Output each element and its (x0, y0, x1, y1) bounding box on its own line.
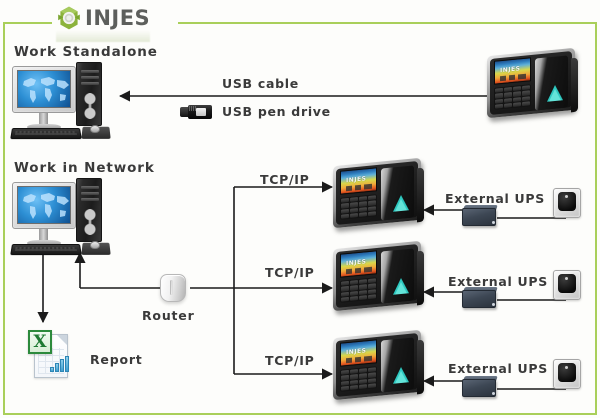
hexagon-gear-icon (58, 6, 80, 30)
terminal-screen-brand: INJES (500, 65, 521, 75)
excel-x-badge: X (28, 330, 52, 354)
usb-flash-drive (180, 104, 214, 120)
terminal-1: INJES (333, 157, 425, 232)
terminal-screen-brand: INJES (346, 258, 367, 268)
computer-tower (76, 62, 102, 126)
terminal-display: INJES (340, 250, 377, 278)
terminal-keypad (340, 277, 377, 303)
terminal-keypad (340, 366, 377, 392)
fingerprint-icon (393, 277, 409, 295)
network-router (158, 271, 188, 305)
terminal-2: INJES (333, 240, 425, 315)
monitor-stand-base (27, 240, 61, 246)
external-ups-3 (462, 376, 498, 398)
fingerprint-icon (547, 84, 563, 102)
monitor-screen (17, 70, 71, 108)
page-fold-corner (57, 335, 67, 345)
keyboard (10, 244, 82, 256)
monitor-bezel (12, 182, 76, 229)
fingerprint-sensor-panel (535, 55, 568, 111)
wall-socket-1 (553, 188, 583, 220)
label-tcpip-3: TCP/IP (265, 353, 315, 368)
label-usb-pen-drive: USB pen drive (222, 104, 331, 119)
label-usb-cable: USB cable (222, 76, 299, 91)
label-external-ups-2: External UPS (448, 274, 548, 289)
excel-report-document: X (28, 330, 74, 380)
label-report: Report (90, 352, 143, 367)
terminal-standalone: INJES (487, 47, 579, 122)
fingerprint-sensor-panel (381, 248, 414, 304)
monitor-bezel (12, 66, 76, 113)
fingerprint-sensor-panel (381, 337, 414, 393)
label-tcpip-2: TCP/IP (265, 265, 315, 280)
network-desktop-computer (10, 178, 120, 256)
wall-socket-2 (553, 270, 583, 302)
terminal-screen-brand: INJES (346, 175, 367, 185)
logo-frame-gap (52, 14, 178, 34)
monitor-stand-neck (39, 113, 48, 125)
monitor-stand-neck (39, 229, 48, 241)
label-external-ups-1: External UPS (445, 191, 545, 206)
injes-logo: INJES (56, 3, 151, 42)
bar-chart-thumbnail (50, 356, 69, 372)
terminal-display: INJES (494, 57, 531, 85)
logo-wordmark: INJES (85, 5, 151, 30)
fingerprint-icon (393, 366, 409, 384)
external-ups-2 (462, 287, 498, 309)
label-tcpip-1: TCP/IP (260, 172, 310, 187)
monitor-screen (17, 186, 71, 224)
mouse (90, 125, 100, 133)
terminal-screen-brand: INJES (346, 347, 367, 357)
label-router: Router (142, 308, 195, 323)
keyboard (10, 128, 82, 140)
terminal-display: INJES (340, 339, 377, 367)
label-external-ups-3: External UPS (448, 361, 548, 376)
terminal-3: INJES (333, 329, 425, 404)
terminal-display: INJES (340, 167, 377, 195)
external-ups-1 (462, 205, 498, 227)
terminal-keypad (340, 194, 377, 220)
computer-tower (76, 178, 102, 242)
wall-socket-3 (553, 359, 583, 391)
section-title-standalone: Work Standalone (14, 44, 158, 60)
section-title-network: Work in Network (14, 160, 155, 176)
fingerprint-sensor-panel (381, 165, 414, 221)
terminal-keypad (494, 84, 531, 110)
world-map-wallpaper (23, 77, 69, 103)
fingerprint-icon (393, 194, 409, 212)
standalone-desktop-computer (10, 62, 120, 140)
monitor-stand-base (27, 124, 61, 130)
world-map-wallpaper (23, 193, 69, 219)
mouse (90, 241, 100, 249)
